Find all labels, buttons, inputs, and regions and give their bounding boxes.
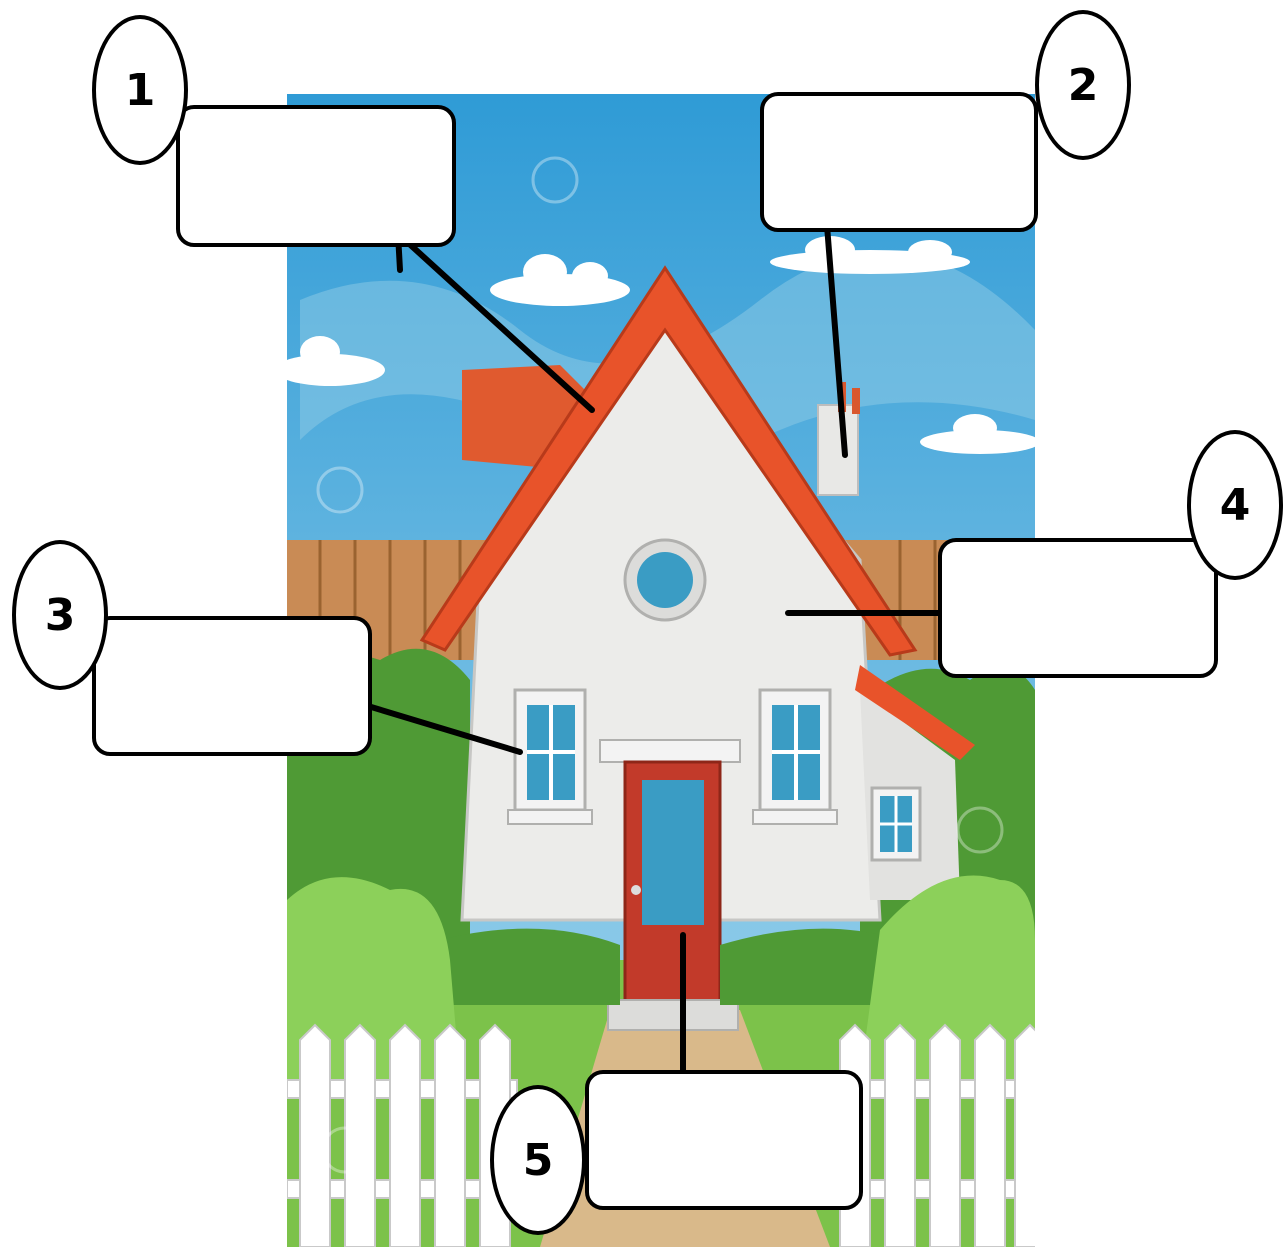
watermark	[316, 156, 1004, 1174]
answer-box-1[interactable]	[176, 105, 456, 247]
label-number-1: 1	[92, 15, 188, 165]
arrow-1	[402, 237, 595, 413]
window	[870, 786, 922, 862]
answer-box-3[interactable]	[92, 616, 372, 756]
bush	[287, 877, 460, 1080]
annex-roof	[855, 665, 975, 760]
hedge	[720, 928, 900, 1005]
label-number-2: 2	[1035, 10, 1131, 160]
label-number-4: 4	[1187, 430, 1283, 580]
window	[507, 688, 593, 825]
cloud	[920, 414, 1035, 454]
cloud	[490, 254, 630, 306]
label-number-3: 3	[12, 540, 108, 690]
answer-box-4[interactable]	[938, 538, 1218, 678]
label-number-5: 5	[490, 1085, 586, 1235]
cloud	[287, 336, 385, 386]
window	[752, 688, 838, 825]
hedge	[440, 928, 620, 1005]
arrow-2	[822, 197, 848, 458]
door	[599, 739, 741, 1031]
answer-box-5[interactable]	[585, 1070, 863, 1210]
roof	[419, 265, 918, 657]
cloud	[770, 236, 970, 274]
answer-box-2[interactable]	[760, 92, 1038, 232]
